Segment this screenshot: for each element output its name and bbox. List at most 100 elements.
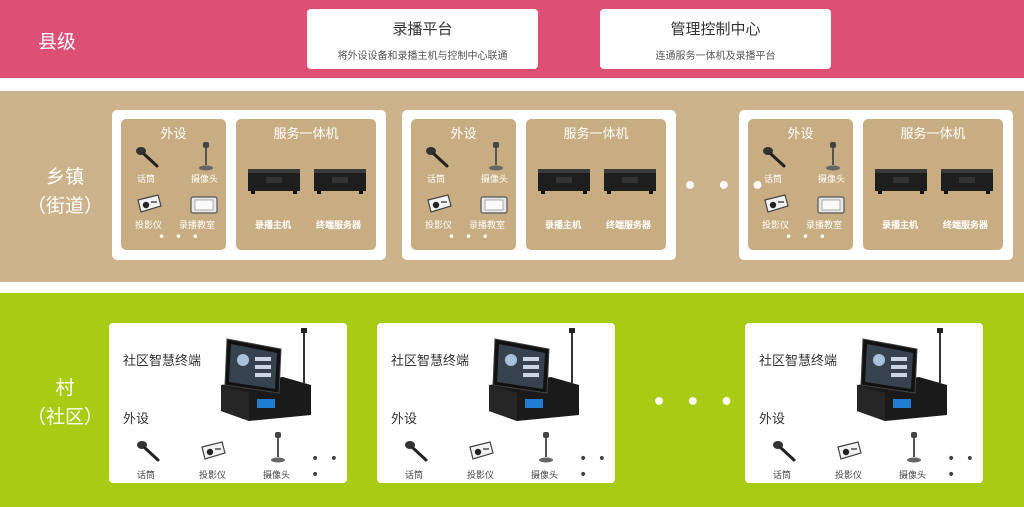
server-title: 服务一体机 xyxy=(900,127,966,142)
device-label-classroom: 录播教室 xyxy=(806,221,843,231)
camera-icon xyxy=(826,142,840,171)
peripherals-title: 外设 xyxy=(160,127,187,142)
more-devices-dots: • • • xyxy=(311,451,341,483)
server-icon xyxy=(941,169,993,194)
device-label-projector: 投影仪 xyxy=(762,221,790,231)
camera-icon xyxy=(907,432,921,463)
classroom-icon xyxy=(190,196,218,214)
village-card: 社区智慧终端 外设 话筒 投影仪 xyxy=(745,323,983,483)
server-icon xyxy=(248,169,300,194)
smart-terminal-icon xyxy=(857,328,947,421)
classroom-icon xyxy=(817,196,845,214)
server-label-terminal: 终端服务器 xyxy=(943,221,989,231)
projector-icon xyxy=(137,194,162,213)
recording-platform-title: 录播平台 xyxy=(392,20,453,38)
tier-label-village-line1: 村 xyxy=(55,377,75,399)
device-label-classroom: 录播教室 xyxy=(469,221,506,231)
smart-terminal-icon xyxy=(221,328,311,421)
device-label-mic: 话筒 xyxy=(137,471,156,481)
tier-label-village-line2: （社区） xyxy=(26,406,103,429)
projector-icon xyxy=(764,194,789,213)
device-label-projector: 投影仪 xyxy=(135,221,163,231)
peripherals-panel: 外设 话筒 摄像头 投影仪 录播教室 xyxy=(411,119,516,250)
camera-icon xyxy=(271,432,285,463)
recording-platform-subtitle: 将外设设备和录播主机与控制中心联通 xyxy=(337,51,508,62)
more-devices-dots: • • • xyxy=(448,230,492,244)
camera-icon xyxy=(489,142,503,171)
control-center-title: 管理控制中心 xyxy=(670,20,761,38)
village-card: 社区智慧终端 外设 话筒 投影仪 xyxy=(377,323,615,483)
county-band: 县级 录播平台 将外设设备和录播主机与控制中心联通 管理控制中心 连通服务一体机… xyxy=(0,0,1024,78)
more-devices-dots: • • • xyxy=(785,230,829,244)
projector-icon xyxy=(201,441,226,460)
projector-icon xyxy=(427,194,452,213)
microphone-icon xyxy=(773,441,796,462)
device-label-projector: 投影仪 xyxy=(835,471,863,481)
device-label-camera: 摄像头 xyxy=(481,175,509,185)
projector-icon xyxy=(469,441,494,460)
peripherals-panel: 外设 话筒 摄像头 投影仪 录播教室 xyxy=(121,119,226,250)
microphone-icon xyxy=(426,147,449,168)
tier-label-town: 乡镇 （街道） xyxy=(24,163,106,222)
device-label-camera: 摄像头 xyxy=(191,175,219,185)
device-label-classroom: 录播教室 xyxy=(179,221,216,231)
camera-icon xyxy=(199,142,213,171)
server-panel: 服务一体机 录播主机 终端服务器 xyxy=(236,119,376,250)
device-label-projector: 投影仪 xyxy=(467,471,495,481)
more-devices-dots: • • • xyxy=(947,451,977,483)
device-label-camera: 摄像头 xyxy=(263,471,291,481)
smart-terminal-icon xyxy=(489,328,579,421)
peripherals-title: 外设 xyxy=(450,127,477,142)
tier-label-town-line2: （街道） xyxy=(26,195,103,218)
tier-label-county: 县级 xyxy=(38,31,77,53)
microphone-icon xyxy=(136,147,159,168)
peripherals-title: 外设 xyxy=(391,412,418,427)
device-label-camera: 摄像头 xyxy=(818,175,846,185)
more-devices-dots: • • • xyxy=(579,451,609,483)
server-label-recorder: 录播主机 xyxy=(882,221,919,231)
server-icon xyxy=(604,169,656,194)
device-label-projector: 投影仪 xyxy=(425,221,453,231)
device-label-camera: 摄像头 xyxy=(531,471,559,481)
device-label-mic: 话筒 xyxy=(427,175,446,185)
town-group: 外设 话筒 摄像头 投影仪 录播教室 xyxy=(739,110,1013,260)
peripherals-title: 外设 xyxy=(123,412,150,427)
control-center-card: 管理控制中心 连通服务一体机及录播平台 xyxy=(600,9,831,69)
device-label-mic: 话筒 xyxy=(137,175,156,185)
microphone-icon xyxy=(405,441,428,462)
smart-terminal-title: 社区智慧终端 xyxy=(391,354,470,369)
projector-icon xyxy=(837,441,862,460)
server-label-terminal: 终端服务器 xyxy=(316,221,362,231)
server-label-recorder: 录播主机 xyxy=(545,221,582,231)
server-panel: 服务一体机 录播主机 终端服务器 xyxy=(526,119,666,250)
peripherals-title: 外设 xyxy=(759,412,786,427)
server-icon xyxy=(538,169,590,194)
recording-platform-card: 录播平台 将外设设备和录播主机与控制中心联通 xyxy=(307,9,538,69)
server-label-terminal: 终端服务器 xyxy=(606,221,652,231)
server-icon xyxy=(875,169,927,194)
peripherals-title: 外设 xyxy=(787,127,814,142)
tier-label-town-line1: 乡镇 xyxy=(45,166,84,188)
device-label-mic: 话筒 xyxy=(764,175,783,185)
device-label-projector: 投影仪 xyxy=(199,471,227,481)
server-icon xyxy=(314,169,366,194)
peripherals-panel: 外设 话筒 摄像头 投影仪 录播教室 xyxy=(748,119,853,250)
server-title: 服务一体机 xyxy=(273,127,339,142)
server-label-recorder: 录播主机 xyxy=(255,221,292,231)
town-group: 外设 话筒 摄像头 投影仪 录播教室 xyxy=(112,110,386,260)
device-label-mic: 话筒 xyxy=(773,471,792,481)
microphone-icon xyxy=(137,441,160,462)
tier-label-village: 村 （社区） xyxy=(24,374,106,433)
smart-terminal-title: 社区智慧终端 xyxy=(123,354,202,369)
town-group: 外设 话筒 摄像头 投影仪 录播教室 xyxy=(402,110,676,260)
control-center-subtitle: 连通服务一体机及录播平台 xyxy=(655,51,776,62)
server-title: 服务一体机 xyxy=(563,127,629,142)
more-devices-dots: • • • xyxy=(158,230,202,244)
camera-icon xyxy=(539,432,553,463)
smart-terminal-title: 社区智慧终端 xyxy=(759,354,838,369)
server-panel: 服务一体机 录播主机 终端服务器 xyxy=(863,119,1003,250)
village-card: 社区智慧终端 外设 话筒 投影仪 xyxy=(109,323,347,483)
microphone-icon xyxy=(763,147,786,168)
town-more-dots: • • • xyxy=(683,174,771,199)
device-label-mic: 话筒 xyxy=(405,471,424,481)
